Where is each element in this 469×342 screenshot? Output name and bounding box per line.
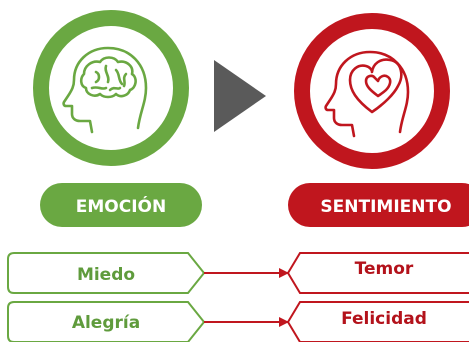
emotion-icon-circle [33,10,189,166]
feeling-heading-pill: SENTIMIENTO [288,183,469,227]
feeling-item-label: Temor [355,259,414,279]
play-triangle-icon [214,60,266,132]
feeling-item-label: Felicidad [341,309,427,329]
feeling-item-box-1 [286,252,469,294]
feeling-item-box-2 [286,301,469,342]
feeling-heading-label: SENTIMIENTO [320,197,451,217]
emotion-item-label: Alegría [72,313,140,333]
emotion-item-label: Miedo [77,265,135,285]
heart-head-icon [324,50,410,138]
mapping-row-2: Alegría Felicidad [7,301,469,342]
mapping-row-1: Miedo Temor [7,252,469,294]
emotion-heading-label: EMOCIÓN [76,195,166,217]
feeling-icon-circle [294,13,450,169]
emotion-heading-pill: EMOCIÓN [40,183,202,227]
emotion-item-box-1 [7,252,206,294]
brain-head-icon [62,46,148,134]
